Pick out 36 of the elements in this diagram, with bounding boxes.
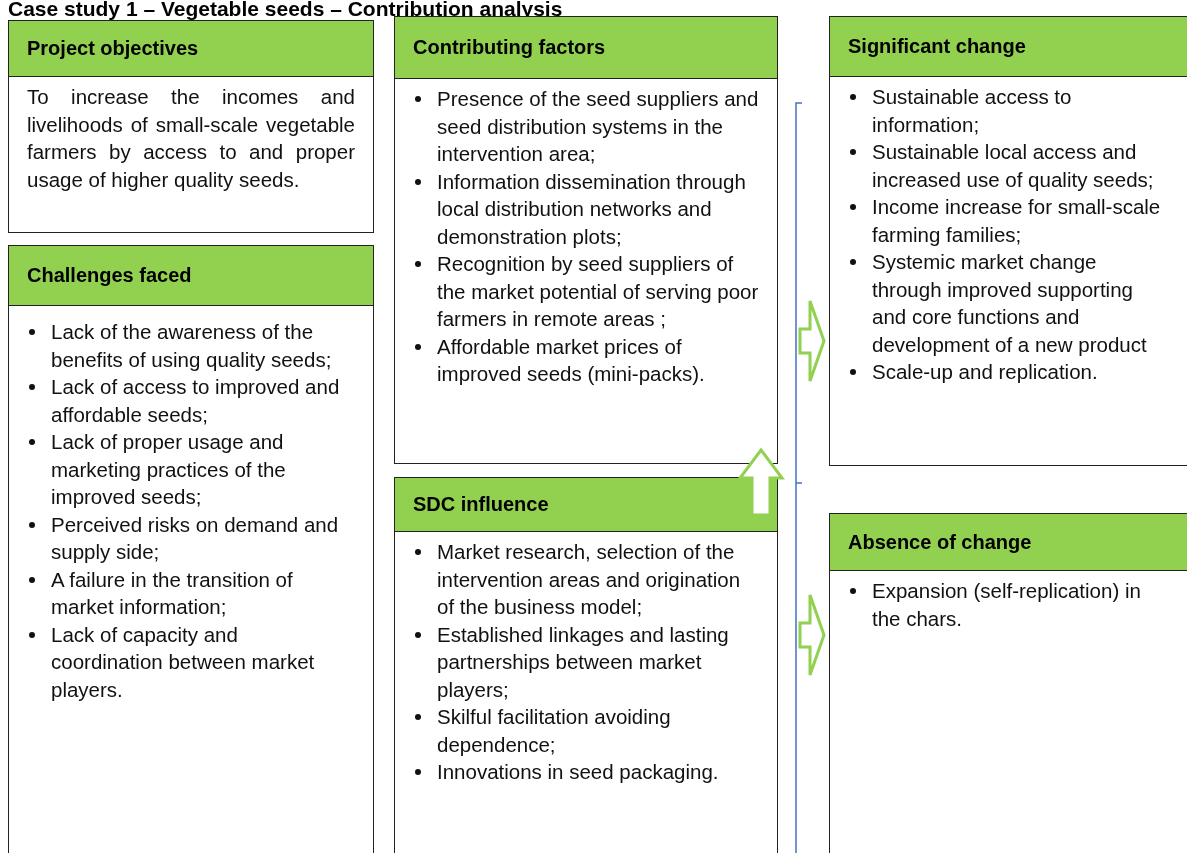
panel: [829, 16, 1187, 466]
bullet-item: Lack of the awareness of the benefits of using quality seeds;: [51, 319, 333, 373]
block-arrow: [798, 593, 826, 677]
panel: [8, 20, 374, 233]
bullet-item: Systemic market change through improved supporting and core functions and development of a new product: [872, 249, 1148, 358]
panel-heading: Challenges faced: [9, 246, 373, 306]
panel: [829, 513, 1187, 853]
panel: [394, 16, 778, 464]
bullet-item: Lack of proper usage and marketing practices of the improved seeds;: [51, 429, 287, 510]
bullet-item: Established linkages and lasting partnerships between market players;: [437, 621, 730, 703]
bullet-item: Skilful facilitation avoiding dependence;: [437, 704, 672, 758]
panel: [8, 245, 374, 853]
bullet-item: A failure in the transition of market information;: [51, 566, 294, 620]
bullet-item: Sustainable local access and increased use of quality seeds;: [872, 139, 1155, 193]
objective-text: To increase the incomes and livelihoods of small-scale vegetable farmers by access to and proper usage of higher quality seeds.: [26, 84, 356, 193]
bullet-item: Lack of capacity and coordination between market players.: [51, 621, 316, 703]
block-arrow: [737, 447, 785, 517]
panel: [394, 477, 778, 853]
bullet-item: Innovations in seed packaging.: [437, 759, 719, 785]
bullet-item: Recognition by seed suppliers of the market potential of serving poor farmers in remote areas ;: [437, 251, 759, 332]
bullet-item: Lack of access to improved and affordable seeds;: [51, 374, 341, 428]
panel-heading: SDC influence: [395, 478, 777, 532]
bullet-item: Expansion (self-replication) in the chars.: [872, 578, 1142, 632]
bullet-item: Perceived risks on demand and supply side;: [51, 511, 340, 565]
bullet-item: Market research, selection of the intervention areas and origination of the business model;: [437, 539, 742, 620]
block-arrow: [798, 299, 826, 383]
panel-heading: Absence of change: [830, 514, 1187, 571]
bullet-item: Information dissemination through local distribution networks and demonstration plots;: [437, 168, 747, 250]
bullet-item: Sustainable access to information;: [872, 84, 1073, 138]
panel-heading: Significant change: [830, 17, 1187, 77]
bullet-item: Affordable market prices of improved seeds (mini-packs).: [437, 333, 706, 387]
panel-heading: Contributing factors: [395, 17, 777, 79]
panel-heading: Project objectives: [9, 21, 373, 77]
bullet-item: Presence of the seed suppliers and seed distribution systems in the intervention area;: [437, 86, 759, 167]
bullet-item: Income increase for small-scale farming families;: [872, 194, 1162, 248]
bullet-item: Scale-up and replication.: [872, 359, 1098, 385]
